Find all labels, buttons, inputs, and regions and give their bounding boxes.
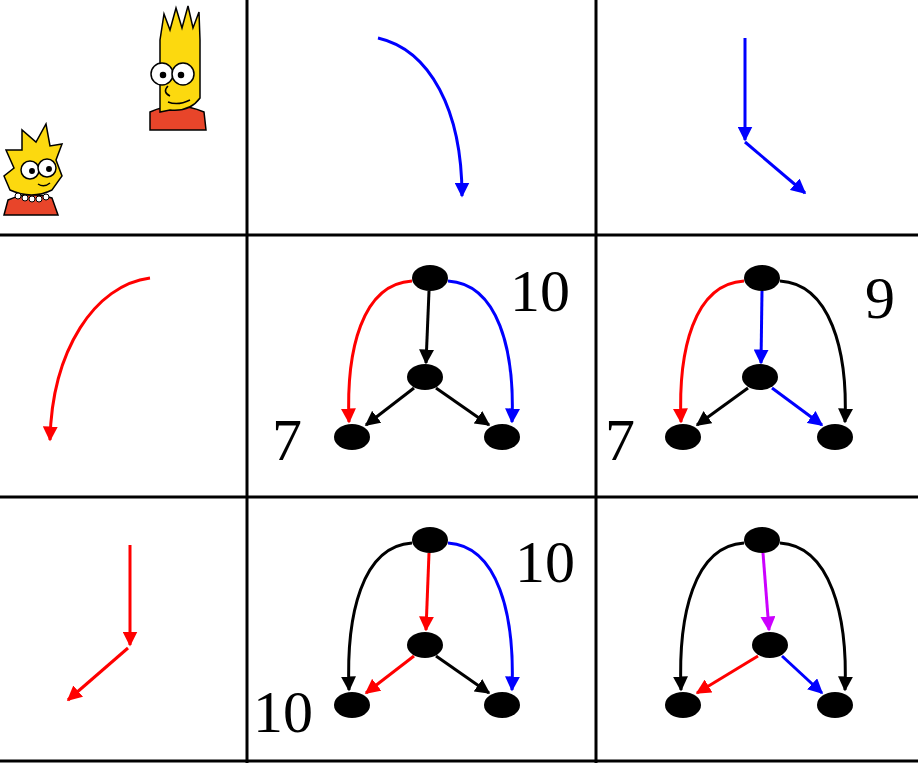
grid-line-part [0, 496, 918, 499]
game-tree-part-part [412, 527, 448, 553]
payoff-number: 10 [253, 682, 313, 742]
game-tree-part [349, 281, 412, 422]
bart-figure-part [160, 6, 200, 112]
game-tree-part [448, 543, 512, 690]
payoff-number: 10 [510, 261, 570, 321]
game-tree [665, 265, 853, 450]
game-tree-part [681, 281, 744, 422]
bart-figure-part [151, 63, 173, 85]
game-tree-part-part [484, 424, 520, 450]
payoff-number: 9 [865, 268, 895, 328]
game-tree-part [665, 527, 853, 718]
game-tree-part-part [665, 424, 701, 450]
payoff-number: 7 [605, 410, 635, 470]
strategy-arrow-part [68, 648, 128, 700]
game-tree-part [334, 527, 520, 718]
lisa-figure-part [30, 169, 34, 173]
game-tree-part-part [334, 692, 370, 718]
lisa-figure-part-part [43, 194, 49, 200]
lisa-figure-part [21, 161, 39, 179]
payoff-number: 10 [515, 532, 575, 592]
lisa-figure-part [38, 183, 50, 186]
bart-figure-part [179, 73, 184, 78]
lisa-figure-part-part [22, 195, 28, 201]
lisa-figure-part [38, 159, 56, 177]
lisa-figure-part-part [36, 196, 42, 202]
game-tree-part [761, 291, 762, 363]
game-tree-part [436, 388, 489, 425]
strategy-arrow-part [50, 278, 150, 440]
strategy-arrow-part [378, 38, 462, 196]
game-tree-part-part [817, 424, 853, 450]
game-tree-part [366, 388, 414, 425]
lisa-figure-part-part [15, 193, 21, 199]
strategy-arrow-part [744, 38, 747, 140]
lisa-figure-part [4, 194, 58, 215]
game-tree-part [426, 553, 429, 630]
lisa-figure-part [47, 167, 51, 171]
lisa-figure-part-part [29, 196, 35, 202]
lisa-figure-part [15, 193, 49, 202]
game-tree-part [334, 265, 520, 450]
payoff-number: 7 [272, 410, 302, 470]
game-tree-part [780, 543, 845, 690]
game-tree-part [436, 656, 489, 693]
game-tree [334, 527, 520, 718]
game-tree-part [697, 656, 758, 693]
bart-figure-part [168, 100, 190, 104]
game-tree-part-part [407, 632, 443, 658]
game-tree-part-part [412, 265, 448, 291]
game-tree-part [349, 543, 412, 690]
strategy-arrow [378, 38, 805, 196]
bart-figure-part [161, 73, 166, 78]
lisa-figure [4, 124, 62, 215]
game-tree-part [366, 656, 414, 693]
grid-line-part [0, 234, 918, 237]
game-tree-part-part [484, 692, 520, 718]
strategy-arrow-part [745, 142, 805, 193]
game-tree-part-part [742, 364, 778, 390]
grid-line-part [595, 0, 598, 763]
game-tree-part [697, 388, 748, 425]
game-tree-part [782, 656, 822, 693]
game-tree-part-part [407, 364, 443, 390]
game-tree [334, 265, 520, 450]
game-tree-part-part [744, 265, 780, 291]
grid-line-part [0, 760, 918, 763]
game-tree-part [448, 281, 512, 422]
bart-figure-part [172, 63, 194, 85]
strategy-arrow [50, 278, 150, 700]
strategy-arrow-part [129, 545, 132, 645]
bart-figure [150, 6, 206, 130]
bart-figure-part [165, 86, 170, 96]
lisa-figure-part [4, 124, 62, 195]
game-tree-part-part [334, 424, 370, 450]
game-tree-part-part [744, 527, 780, 553]
game-tree-part [763, 553, 769, 630]
game-tree-part [681, 543, 744, 690]
game-tree-part [665, 265, 853, 450]
grid-line-part [246, 0, 249, 763]
game-tree-part-part [665, 692, 701, 718]
game-tree-part [772, 388, 822, 425]
game-tree [665, 527, 853, 718]
game-tree-part-part [817, 692, 853, 718]
game-tree-part-part [752, 632, 788, 658]
game-tree-part [426, 291, 429, 363]
